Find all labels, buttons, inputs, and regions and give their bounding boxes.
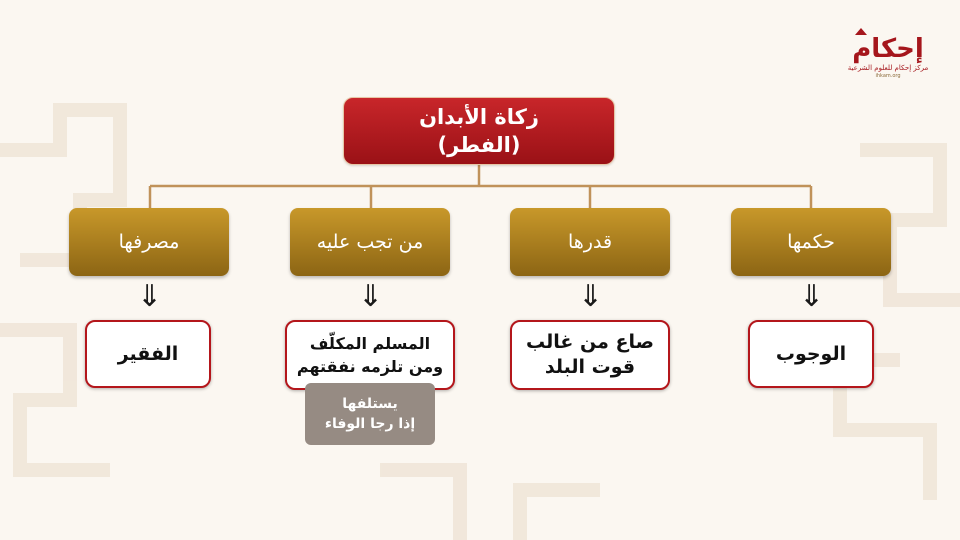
down-arrow-icon: ⇓: [578, 279, 604, 314]
root-node: زكاة الأبدان (الفطر): [343, 97, 615, 165]
leaf-text: الفقير: [117, 343, 179, 365]
leaf-recipient: الفقير: [85, 320, 211, 388]
leaf-text-line: قوت البلد: [544, 356, 636, 378]
leaf-amount: صاع من غالب قوت البلد: [510, 320, 670, 390]
leaf-obligated: المسلم المكلّف ومن تلزمه نفقتهم: [285, 320, 455, 390]
leaf-text: الوجوب: [775, 343, 847, 365]
borrow-note: يستلفها إذا رجا الوفاء: [305, 383, 435, 445]
down-arrow-icon: ⇓: [137, 279, 163, 314]
leaf-text-line: صاع من غالب: [526, 331, 654, 353]
logo-tagline: مركز إحكام للعلوم الشرعية: [847, 64, 929, 72]
category-amount: قدرها: [510, 208, 670, 276]
leaf-ruling: الوجوب: [748, 320, 874, 388]
down-arrow-icon: ⇓: [799, 279, 825, 314]
root-subtitle: (الفطر): [437, 133, 521, 157]
ihkam-logo: إحكام مركز إحكام للعلوم الشرعية ihkam.or…: [846, 26, 930, 92]
note-text-line: إذا رجا الوفاء: [324, 416, 416, 432]
logo-roof-icon: [855, 28, 867, 35]
leaf-text-line: ومن تلزمه نفقتهم: [296, 357, 444, 376]
logo-handle: ihkam.org: [875, 73, 901, 79]
category-recipient: مصرفها: [69, 208, 229, 276]
note-text-line: يستلفها: [342, 396, 398, 412]
category-obligated: من تجب عليه: [290, 208, 450, 276]
down-arrow-icon: ⇓: [358, 279, 384, 314]
category-ruling: حكمها: [731, 208, 891, 276]
leaf-text-line: المسلم المكلّف: [309, 334, 431, 353]
logo-wordmark: إحكام: [852, 34, 924, 64]
root-title: زكاة الأبدان: [419, 105, 539, 129]
